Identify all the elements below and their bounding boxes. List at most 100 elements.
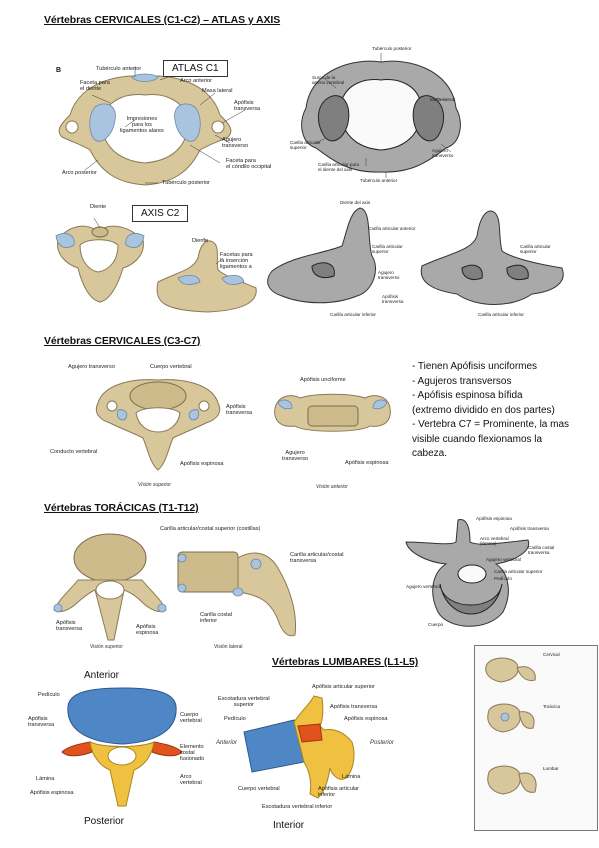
- axis-label-diente-2: Diente: [192, 238, 209, 244]
- comparison-panel: Cervical Torácica Lumbar: [474, 645, 598, 831]
- cervical-label-apofisis-espinosa: Apófisis espinosa: [180, 461, 224, 467]
- lumbar-label-apofisis-articular-superior: Apófisis articular superior: [312, 684, 375, 690]
- toracic-photo-label-carilla-superior: Carilla articular superior: [494, 569, 543, 574]
- lumbar-label-apofisis-espinosa-right: Apófisis espinosa: [344, 716, 388, 722]
- toracic-label-apofisis-transversa: Apófisis transversa: [56, 620, 83, 633]
- label-faceta-condilo: Faceta para el cóndilo occipital: [226, 158, 272, 171]
- label-tuberculo-anterior: Tubérculo anterior: [96, 66, 142, 72]
- toracic-caption-vision-superior: Visión superior: [90, 644, 123, 650]
- axis-illustration: [55, 217, 257, 313]
- note-line: - Apófisis espinosa bífida: [412, 390, 523, 401]
- comparison-label-toracica: Torácica: [543, 704, 561, 709]
- lumbar-label-apofisis-espinosa: Apófisis espinosa: [30, 790, 74, 796]
- photo-label-tuberculo-anterior: Tubérculo anterior: [360, 178, 398, 183]
- section-title-atlas-axis: Vértebras CERVICALES (C1-C2) – ATLAS y A…: [44, 14, 281, 26]
- label-arco-posterior: Arco posterior: [62, 170, 97, 176]
- section-title-lumbar: Vértebras LUMBARES (L1-L5): [272, 656, 419, 668]
- axis-photo-label-diente: Diente del axis: [340, 200, 371, 205]
- label-tuberculo-posterior: Tubérculo posterior: [162, 180, 210, 186]
- lumbar-label-pediculo-right: Pedículo: [224, 716, 246, 722]
- toracic-lateral-illustration: [177, 551, 297, 637]
- toracic-label-apofisis-espinosa: Apófisis espinosa: [136, 624, 159, 637]
- lumbar-label-cuerpo-vertebral: Cuerpo vertebral: [180, 712, 202, 725]
- cervical-label-apofisis-transversa: Apófisis transversa: [226, 404, 253, 417]
- axis-box-label: AXIS C2: [132, 205, 189, 222]
- toracic-photo-label-cuerpo-vertebral: Agujero vertebral: [406, 584, 441, 589]
- note-line: cabeza.: [412, 448, 448, 459]
- toracic-photo-label-apofisis-espinosa: Apófisis espinosa: [476, 516, 512, 521]
- cervical-label-apofisis-unciforme: Apófisis unciforme: [300, 377, 346, 383]
- photo-label-carilla-diente: Carilla articular para el diente del axi…: [318, 162, 360, 173]
- toracic-photo-illustration: [405, 519, 530, 627]
- atlas-diagram: B: [40, 55, 270, 195]
- label-impresiones: Impresiones para los ligamentos alares: [120, 116, 164, 135]
- toracic-superior-illustration: [53, 533, 167, 641]
- comparison-illustration: [485, 657, 537, 795]
- lumbar-label-apofisis-transversa: Apófisis transversa: [28, 716, 55, 729]
- toracic-photo-label-cuerpo: Cuerpo: [428, 622, 444, 627]
- cervical-notes: - Tienen Apófisis unciformes - Agujeros …: [412, 360, 597, 462]
- axis-label-diente: Diente: [90, 204, 107, 210]
- photo-label-masa-lateral: Masa lateral: [430, 97, 456, 102]
- note-line: - Agujeros transversos: [412, 375, 512, 387]
- photo-label-carilla-superior: Carilla articular superior: [290, 140, 321, 151]
- lumbar-label-arco-vertebral: Arco vertebral: [180, 774, 202, 787]
- toracic-photo-label-arco-vertebral: Arco vertebral (lámina): [480, 536, 509, 547]
- lumbar-label-elemento-costal: Elemento costal fusionado: [180, 744, 205, 763]
- toracic-label-carilla-transversa: Carilla articular/costal transversa: [290, 552, 344, 565]
- cervical-caption-vision-anterior: Visión anterior: [316, 484, 348, 490]
- photo-label-surco: Surco de la arteria vertebral: [312, 75, 345, 86]
- axis-photo-label-carilla-inferior: Carilla articular inferior: [330, 312, 376, 317]
- comparison-label-cervical: Cervical: [543, 652, 560, 657]
- lumbar-label-anterior-right: Anterior: [216, 740, 238, 746]
- atlas-illustration: [58, 67, 246, 186]
- comparison-label-lumbar: Lumbar: [543, 766, 559, 771]
- cervical-anterior-illustration: [274, 393, 391, 432]
- axis-photo-label-carilla-anterior: Carilla articular anterior: [368, 226, 416, 231]
- section-title-cervical: Vértebras CERVICALES (C3-C7): [44, 335, 201, 347]
- lumbar-label-apofisis-articular-inferior: Apófisis articular inferior: [318, 786, 360, 799]
- axis-photo-illustration: [267, 207, 564, 305]
- note-line: visible cuando flexionamos la: [412, 433, 543, 445]
- cervical-label-agujero-transverso: Agujero transverso: [68, 364, 115, 370]
- cervical-caption-vision-superior: Visión superior: [138, 482, 171, 488]
- lumbar-label-escotadura-inferior: Escotadura vertebral inferior: [262, 804, 333, 810]
- atlas-photo-illustration: [301, 53, 461, 178]
- label-agujero-transverso: Agujero transverso: [222, 137, 249, 150]
- axis-photo-label-agujero-transverso: Agujero transverso: [378, 270, 400, 281]
- note-line: - Vertebra C7 = Prominente, la mas: [412, 419, 570, 430]
- lumbar-posterior-label: Posterior: [84, 816, 125, 827]
- note-line: (extremo dividido en dos partes): [412, 404, 555, 416]
- atlas-box-label: ATLAS C1: [163, 60, 228, 77]
- diagram-letter: B: [56, 67, 62, 74]
- lumbar-label-lamina-right: Lámina: [342, 774, 361, 780]
- toracic-photo-label-pediculo: Pedículo: [494, 576, 512, 581]
- label-faceta-diente: Faceta para el diente: [80, 80, 110, 93]
- lumbar-label-escotadura-superior: Escotadura vertebral superior: [218, 696, 270, 709]
- photo-label-tuberculo-posterior: Tubérculo posterior: [372, 46, 412, 51]
- cervical-label-apofisis-espinosa-2: Apófisis espinosa: [345, 460, 389, 466]
- photo-label-agujero-transverso: Agujero transverso: [432, 148, 454, 159]
- lumbar-superior-illustration: [61, 687, 183, 807]
- toracic-photo-label-agujero-vertebral: Agujero vertebral: [486, 557, 521, 562]
- cervical-label-agujero-transverso-2: Agujero transverso: [282, 450, 309, 463]
- label-apofisis-transversa: Apófisis transversa: [234, 100, 261, 113]
- lumbar-label-posterior-right: Posterior: [370, 740, 395, 746]
- note-line: - Tienen Apófisis unciformes: [412, 361, 538, 372]
- axis-label-facetas: Facetas para la inserción ligamentos a: [220, 252, 253, 271]
- cervical-label-conducto-vertebral: Conducto vertebral: [50, 449, 98, 455]
- lumbar-label-cuerpo-vertebral-right: Cuerpo vertebral: [238, 786, 280, 792]
- axis-photo-label-carilla-superior-2: Carilla articular superior: [520, 244, 551, 255]
- axis-photo-label-carilla-inferior-2: Carilla articular inferior: [478, 312, 524, 317]
- toracic-label-carilla-inferior: Carilla costal inferior: [200, 612, 233, 625]
- toracic-label-carilla-superior: Carilla articular/costal superior (costi…: [160, 526, 261, 532]
- lumbar-label-pediculo: Pedículo: [38, 692, 60, 698]
- lumbar-anterior-label: Anterior: [84, 670, 120, 681]
- toracic-photo-label-apofisis-transversa: Apófisis transversa: [510, 526, 549, 531]
- section-title-toracic: Vértebras TORÁCICAS (T1-T12): [44, 502, 199, 514]
- label-masa-lateral: Masa lateral: [202, 88, 233, 94]
- lumbar-interior-label: Interior: [273, 820, 305, 831]
- toracic-photo-label-carilla-costal: Carilla costal transversa: [528, 545, 555, 556]
- axis-photo-label-carilla-superior: Carilla articular superior: [372, 244, 403, 255]
- lumbar-label-apofisis-transversa-right: Apófisis transversa: [330, 704, 378, 710]
